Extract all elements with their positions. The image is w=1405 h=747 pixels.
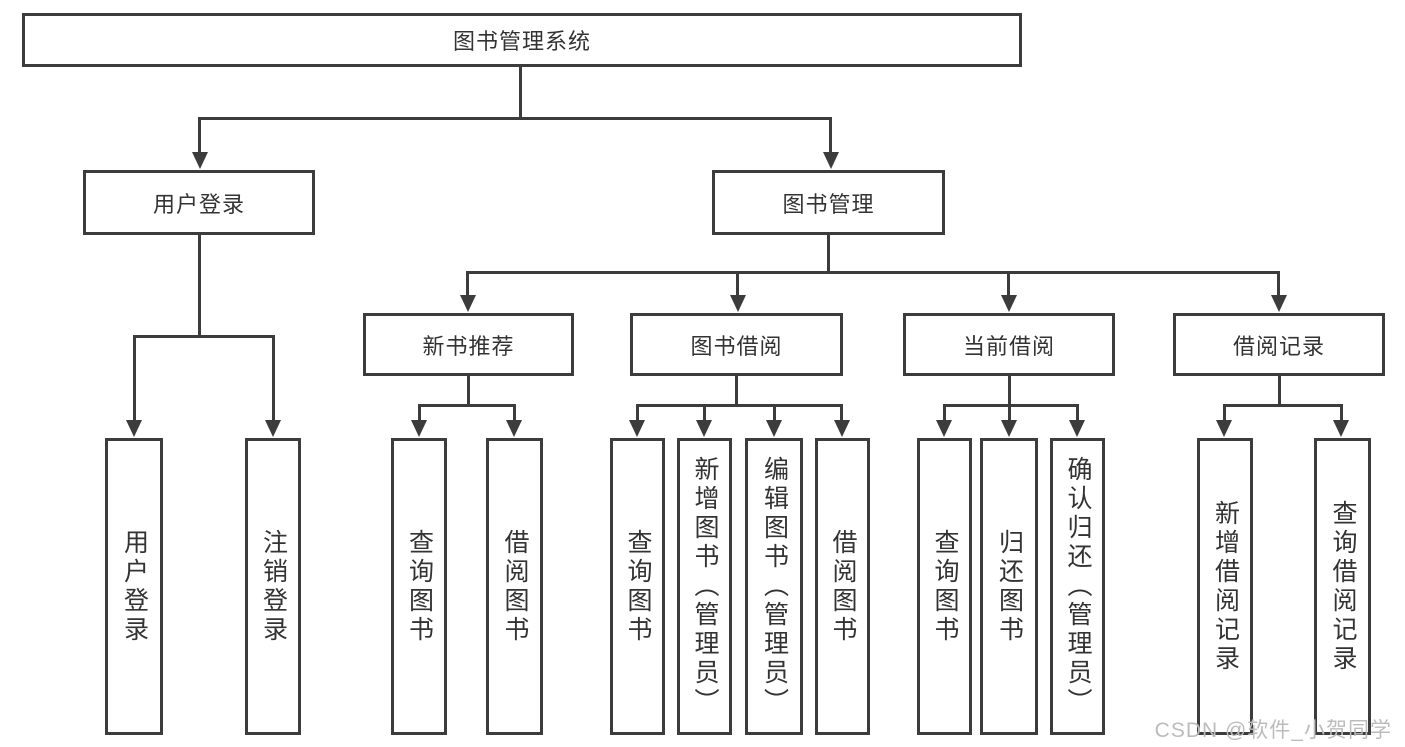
leaf-logout: 注销登录 bbox=[245, 438, 301, 735]
arrowhead-g2-leaf2 bbox=[696, 420, 712, 437]
leaf-borrow-books-recommend: 借阅图书 bbox=[486, 438, 543, 735]
node-book-management: 图书管理 bbox=[712, 170, 945, 235]
leaf-confirm-return-admin: 确认归还（管理员） bbox=[1050, 438, 1105, 735]
leaf-user-login: 用户登录 bbox=[105, 438, 163, 735]
connector-user-login-drop bbox=[198, 117, 201, 154]
connector-g4-leaf1-drop bbox=[1223, 404, 1226, 421]
node-label: 用户登录 bbox=[152, 191, 245, 217]
node-borrowing-records: 借阅记录 bbox=[1173, 313, 1385, 376]
connector-group1-stem bbox=[467, 376, 470, 407]
connector-level3-hbar bbox=[466, 271, 1279, 274]
arrowhead-g3-leaf3 bbox=[1069, 420, 1085, 437]
connector-g1-leaf2-drop bbox=[513, 404, 516, 421]
leaf-add-books-admin: 新增图书（管理员） bbox=[677, 438, 732, 735]
connector-g3-leaf2-drop bbox=[1008, 404, 1011, 421]
node-label: 借阅记录 bbox=[1232, 333, 1325, 359]
leaf-label: 借阅图书 bbox=[501, 528, 529, 645]
connector-g2-leaf1-drop bbox=[636, 404, 639, 421]
leaf-edit-books-admin: 编辑图书（管理员） bbox=[745, 438, 803, 735]
arrowhead-g3-leaf1 bbox=[936, 420, 952, 437]
connector-borrow-records-drop bbox=[1277, 271, 1280, 297]
node-user-login: 用户登录 bbox=[83, 170, 315, 235]
connector-g3-leaf3-drop bbox=[1076, 404, 1079, 421]
arrowhead-g1-leaf1 bbox=[411, 420, 427, 437]
leaf-return-books: 归还图书 bbox=[980, 438, 1038, 735]
arrowhead-login-leaf bbox=[126, 420, 142, 437]
node-label: 图书管理 bbox=[782, 191, 875, 217]
csdn-watermark: CSDN @软件_小贺同学 bbox=[1154, 719, 1392, 742]
leaf-label: 确认归还（管理员） bbox=[1064, 456, 1092, 717]
leaf-label: 新增图书（管理员） bbox=[691, 456, 719, 717]
leaf-query-books-current: 查询图书 bbox=[917, 438, 972, 735]
arrowhead-current-borrow bbox=[1001, 295, 1017, 312]
arrowhead-new-books bbox=[460, 295, 476, 312]
connector-g4-leaf2-drop bbox=[1340, 404, 1343, 421]
node-book-borrowing: 图书借阅 bbox=[630, 313, 843, 376]
connector-root-stem bbox=[519, 67, 522, 119]
connector-group2-stem bbox=[735, 376, 738, 407]
arrowhead-g2-leaf4 bbox=[834, 420, 850, 437]
connector-group1-hbar bbox=[418, 404, 516, 407]
connector-book-mgmt-stem bbox=[827, 235, 830, 273]
connector-g2-leaf3-drop bbox=[773, 404, 776, 421]
connector-user-login-stem bbox=[198, 235, 201, 338]
leaf-label: 归还图书 bbox=[995, 528, 1024, 645]
node-label: 当前借阅 bbox=[962, 333, 1055, 359]
connector-logout-leaf-drop bbox=[272, 335, 275, 421]
arrowhead-g4-leaf1 bbox=[1216, 420, 1232, 437]
leaf-label: 新增借阅记录 bbox=[1211, 499, 1240, 674]
node-label: 图书管理系统 bbox=[452, 29, 591, 54]
arrowhead-g2-leaf3 bbox=[766, 420, 782, 437]
leaf-label: 查询图书 bbox=[931, 528, 959, 645]
node-label: 图书借阅 bbox=[690, 333, 783, 359]
connector-login-leaf-drop bbox=[133, 335, 136, 421]
arrowhead-g3-leaf2 bbox=[1001, 420, 1017, 437]
connector-group3-hbar bbox=[943, 404, 1079, 407]
connector-book-mgmt-drop bbox=[829, 117, 832, 154]
connector-new-books-drop bbox=[466, 271, 469, 297]
leaf-query-books-borrowing: 查询图书 bbox=[610, 438, 665, 735]
node-new-book-recommend: 新书推荐 bbox=[363, 313, 574, 376]
connector-user-login-hbar bbox=[133, 335, 275, 338]
connector-g1-leaf1-drop bbox=[418, 404, 421, 421]
node-current-borrowing: 当前借阅 bbox=[903, 313, 1115, 376]
leaf-label: 查询图书 bbox=[624, 528, 652, 645]
leaf-label: 借阅图书 bbox=[829, 528, 857, 645]
arrowhead-g4-leaf2 bbox=[1333, 420, 1349, 437]
connector-level1-hbar bbox=[198, 117, 831, 120]
arrowhead-user-login bbox=[192, 152, 208, 169]
arrowhead-g2-leaf1 bbox=[629, 420, 645, 437]
leaf-query-books-recommend: 查询图书 bbox=[391, 438, 447, 735]
connector-book-borrow-drop bbox=[736, 271, 739, 297]
arrowhead-book-borrow bbox=[730, 295, 746, 312]
connector-g2-leaf2-drop bbox=[703, 404, 706, 421]
leaf-label: 编辑图书（管理员） bbox=[760, 456, 789, 717]
connector-group2-hbar bbox=[636, 404, 843, 407]
leaf-borrow-books: 借阅图书 bbox=[815, 438, 870, 735]
arrowhead-g1-leaf2 bbox=[506, 420, 522, 437]
arrowhead-borrow-records bbox=[1271, 295, 1287, 312]
connector-group4-hbar bbox=[1223, 404, 1343, 407]
leaf-label: 查询借阅记录 bbox=[1329, 499, 1357, 674]
connector-g2-leaf4-drop bbox=[840, 404, 843, 421]
leaf-add-borrow-record: 新增借阅记录 bbox=[1197, 438, 1253, 735]
arrowhead-book-mgmt bbox=[823, 152, 839, 169]
connector-group4-stem bbox=[1278, 376, 1281, 407]
connector-current-borrow-drop bbox=[1007, 271, 1010, 297]
leaf-label: 注销登录 bbox=[259, 528, 288, 645]
leaf-query-borrow-record: 查询借阅记录 bbox=[1314, 438, 1371, 735]
leaf-label: 查询图书 bbox=[405, 528, 434, 645]
node-library-management-system: 图书管理系统 bbox=[22, 13, 1022, 67]
connector-group3-stem bbox=[1008, 376, 1011, 407]
leaf-label: 用户登录 bbox=[120, 528, 149, 645]
node-label: 新书推荐 bbox=[422, 333, 515, 359]
connector-g3-leaf1-drop bbox=[943, 404, 946, 421]
arrowhead-logout-leaf bbox=[265, 420, 281, 437]
